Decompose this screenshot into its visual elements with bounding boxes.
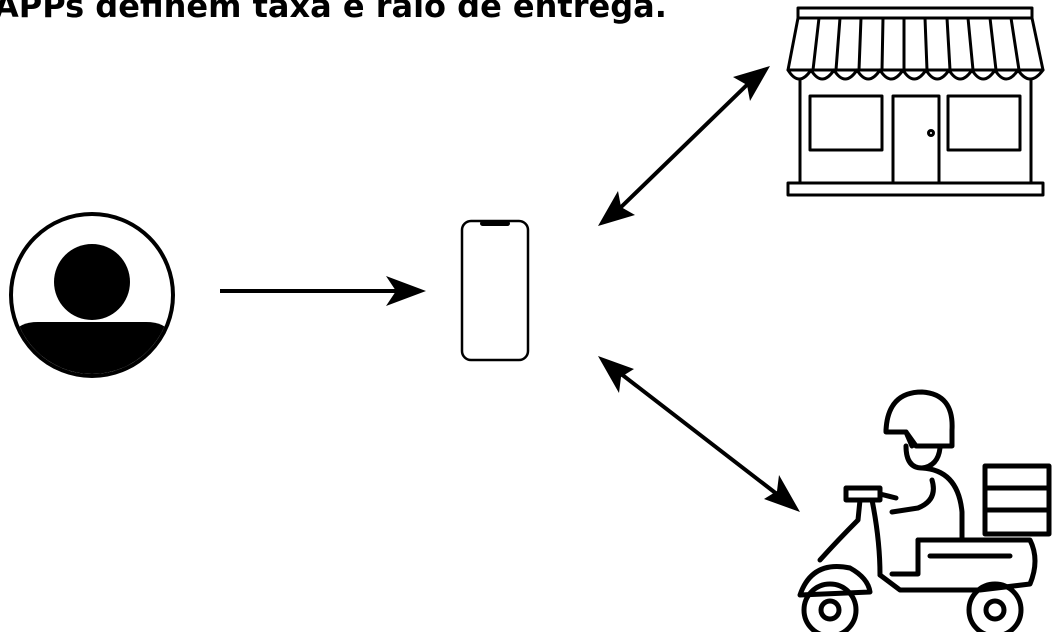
storefront-icon <box>786 6 1045 197</box>
arrow-customer-to-app <box>220 276 426 306</box>
smartphone-icon <box>460 219 530 362</box>
page-title: APPs definem taxa e raio de entrega. <box>0 0 667 25</box>
delivery-scooter-icon <box>797 389 1052 632</box>
arrow-app-store <box>598 66 770 226</box>
arrow-app-courier <box>598 356 800 512</box>
user-avatar-icon <box>9 212 175 378</box>
